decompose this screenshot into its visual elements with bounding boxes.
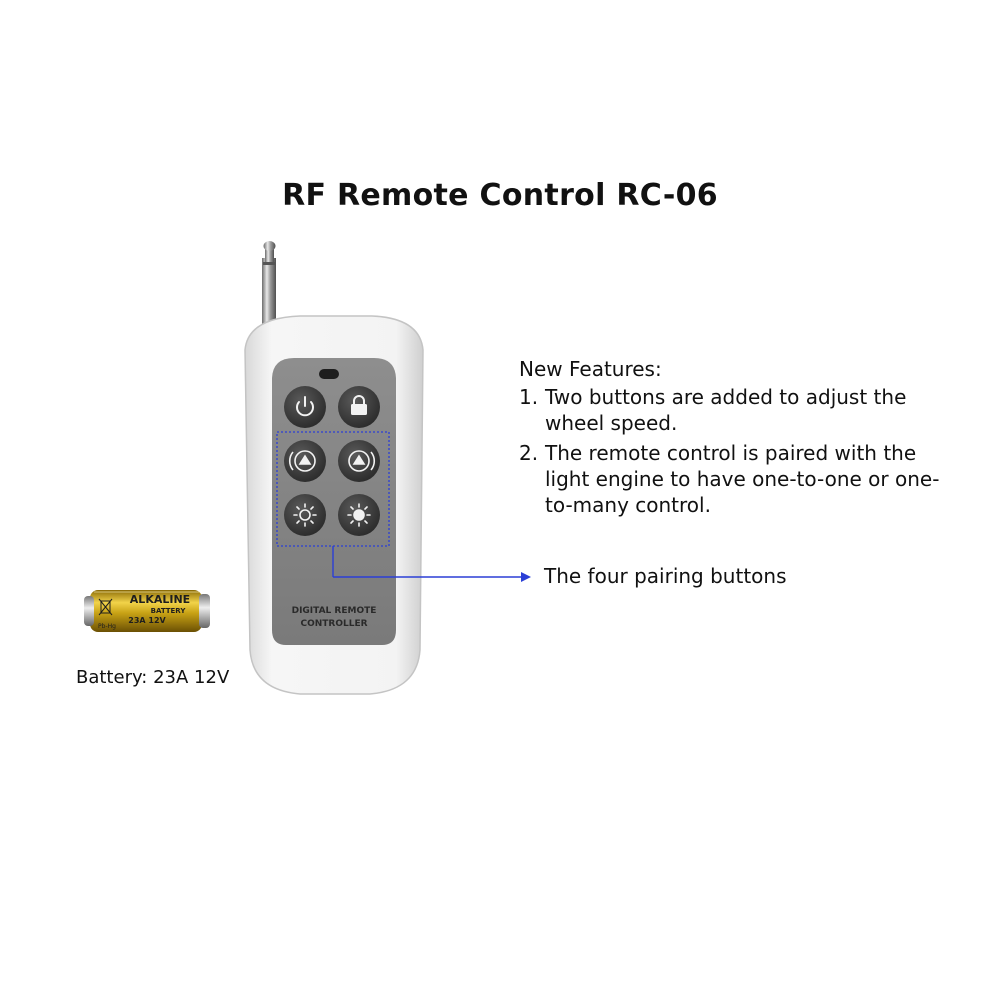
feature-number: 2. xyxy=(519,441,539,465)
features-heading: New Features: xyxy=(519,357,662,381)
brightness-up-button[interactable] xyxy=(338,494,380,536)
brightness-down-button[interactable] xyxy=(284,494,326,536)
features-list: New Features: 1. Two buttons are added t… xyxy=(519,356,945,522)
recycle-bin-icon xyxy=(98,598,113,616)
power-icon xyxy=(296,396,314,417)
page-title: RF Remote Control RC-06 xyxy=(282,178,718,213)
battery: ALKALINE BATTERY 23A 12V Pb-Hg xyxy=(84,590,210,632)
battery-type: BATTERY xyxy=(151,607,187,615)
feature-text: The remote control is paired with the li… xyxy=(545,441,940,517)
led-indicator xyxy=(319,369,339,379)
lock-icon xyxy=(351,395,367,415)
panel-text-line2: CONTROLLER xyxy=(300,619,367,629)
rotate-left-icon xyxy=(288,450,316,472)
feature-text: Two buttons are added to adjust the whee… xyxy=(545,385,907,435)
power-button[interactable] xyxy=(284,386,326,428)
battery-mark: Pb-Hg xyxy=(98,623,116,630)
battery-label: Battery: 23A 12V xyxy=(76,667,230,688)
feature-number: 1. xyxy=(519,385,539,409)
rotate-right-button[interactable] xyxy=(338,440,380,482)
battery-spec: 23A 12V xyxy=(128,616,166,625)
pairing-buttons-label: The four pairing buttons xyxy=(544,564,787,588)
brightness-up-icon xyxy=(347,503,371,527)
rotate-left-button[interactable] xyxy=(284,440,326,482)
remote-control xyxy=(244,315,424,695)
feature-item: 1. Two buttons are added to adjust the w… xyxy=(519,384,945,436)
lock-button[interactable] xyxy=(338,386,380,428)
panel-text-line1: DIGITAL REMOTE xyxy=(292,606,377,616)
rotate-right-icon xyxy=(348,450,376,472)
brightness-down-icon xyxy=(293,503,317,527)
pairing-arrow xyxy=(332,546,531,582)
feature-item: 2. The remote control is paired with the… xyxy=(519,440,945,518)
antenna xyxy=(262,241,276,330)
battery-brand: ALKALINE xyxy=(130,593,190,606)
